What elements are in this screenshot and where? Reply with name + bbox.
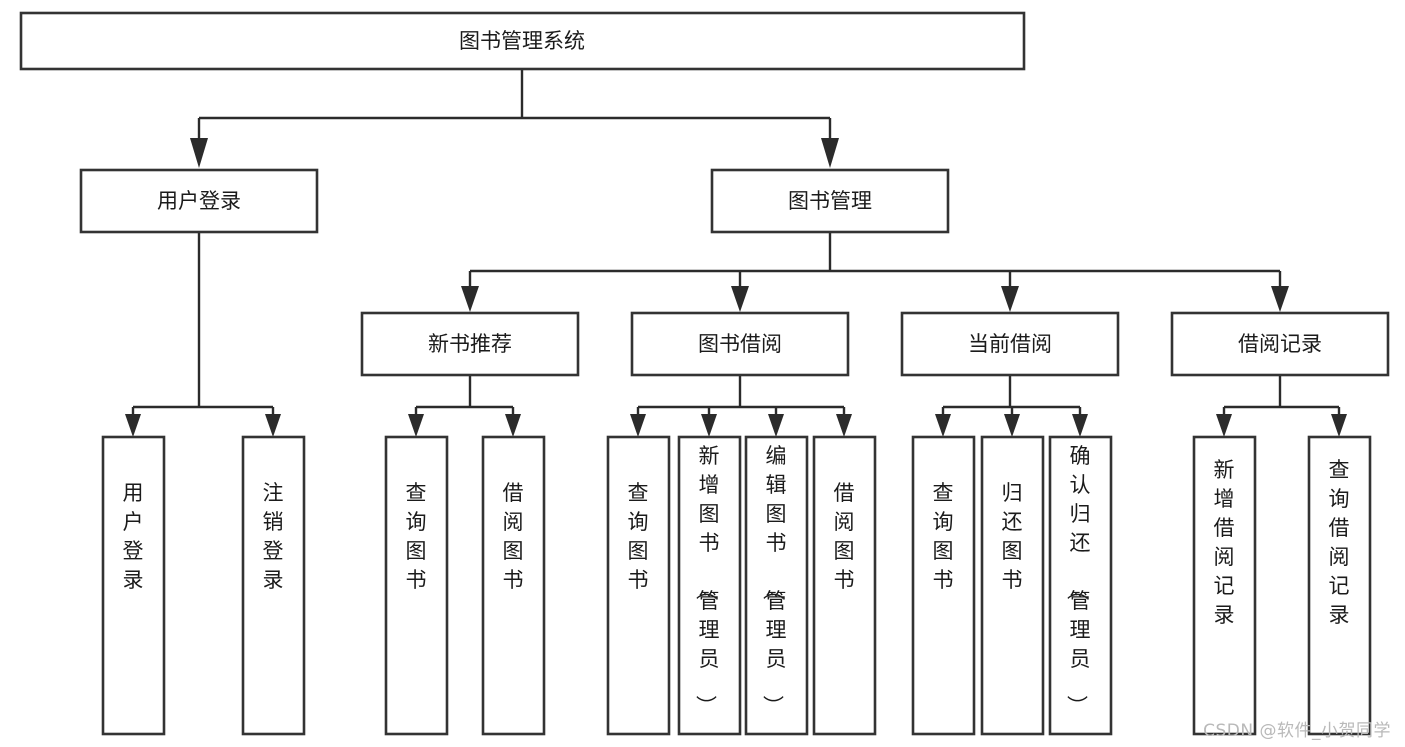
node-leaf-add-record[interactable]: 新增借阅记录 <box>1192 435 1257 736</box>
root-box[interactable] <box>19 11 1026 71</box>
leaf-confirm-return-label: 确认归还（管理员） <box>1065 444 1091 716</box>
node-book-borrow[interactable]: 图书借阅 <box>630 311 850 377</box>
arrow-head-new-book-recommend <box>461 286 479 312</box>
leaf-query-book-1-box[interactable] <box>384 435 449 736</box>
arrow-head-current-borrow <box>1001 286 1019 312</box>
book-management-label: 图书管理 <box>788 189 872 213</box>
leaf-user-logout-label: 注销登录 <box>263 481 284 592</box>
leaf-add-record-label: 新增借阅记录 <box>1214 458 1235 627</box>
node-leaf-query-book-3[interactable]: 查询图书 <box>911 435 976 736</box>
arrow-head-leaf-edit-book <box>768 414 784 437</box>
leaf-query-record-label: 查询借阅记录 <box>1329 458 1350 627</box>
arrow-head-book-management <box>821 138 839 168</box>
user-login-box[interactable] <box>79 168 319 234</box>
node-leaf-query-book-1[interactable]: 查询图书 <box>384 435 449 736</box>
arrow-head-leaf-return-book <box>1004 414 1020 437</box>
new-book-recommend-label: 新书推荐 <box>428 332 512 356</box>
arrow-head-leaf-query-book-3 <box>935 414 951 437</box>
node-leaf-return-book[interactable]: 归还图书 <box>980 435 1045 736</box>
leaf-borrow-book-1-label: 借阅图书 <box>503 481 524 592</box>
arrow-head-leaf-user-login <box>125 414 141 437</box>
book-borrow-box[interactable] <box>630 311 850 377</box>
book-borrow-label: 图书借阅 <box>698 332 782 356</box>
leaf-borrow-book-2-label: 借阅图书 <box>834 481 855 592</box>
arrow-head-leaf-borrow-book-2 <box>836 414 852 437</box>
arrow-head-leaf-confirm-return <box>1072 414 1088 437</box>
node-leaf-query-record[interactable]: 查询借阅记录 <box>1307 435 1372 736</box>
borrow-record-label: 借阅记录 <box>1238 332 1322 356</box>
arrow-head-leaf-user-logout <box>265 414 281 437</box>
node-leaf-borrow-book-1[interactable]: 借阅图书 <box>481 435 546 736</box>
leaf-query-book-1-label: 查询图书 <box>406 481 427 592</box>
arrow-head-leaf-borrow-book-1 <box>505 414 521 437</box>
node-leaf-add-book[interactable]: 新增图书（管理员） <box>677 435 742 736</box>
leaf-user-login-box[interactable] <box>101 435 166 736</box>
node-current-borrow[interactable]: 当前借阅 <box>900 311 1120 377</box>
user-login-label: 用户登录 <box>157 189 241 213</box>
leaf-borrow-book-1-box[interactable] <box>481 435 546 736</box>
node-user-login[interactable]: 用户登录 <box>79 168 319 234</box>
new-book-recommend-box[interactable] <box>360 311 580 377</box>
root-label: 图书管理系统 <box>459 29 585 53</box>
leaf-borrow-book-2-box[interactable] <box>812 435 877 736</box>
leaf-return-book-label: 归还图书 <box>1002 481 1023 592</box>
leaf-query-book-2-label: 查询图书 <box>628 481 649 592</box>
leaf-user-login-label: 用户登录 <box>123 481 144 592</box>
leaf-user-logout-box[interactable] <box>241 435 306 736</box>
current-borrow-label: 当前借阅 <box>968 332 1052 356</box>
leaf-query-record-box[interactable] <box>1307 435 1372 736</box>
node-leaf-edit-book[interactable]: 编辑图书（管理员） <box>744 435 809 736</box>
leaf-add-book-label: 新增图书（管理员） <box>694 444 720 716</box>
node-leaf-confirm-return[interactable]: 确认归还（管理员） <box>1048 435 1113 736</box>
leaf-add-record-box[interactable] <box>1192 435 1257 736</box>
leaf-edit-book-label: 编辑图书（管理员） <box>761 444 787 716</box>
current-borrow-box[interactable] <box>900 311 1120 377</box>
node-book-management[interactable]: 图书管理 <box>710 168 950 234</box>
leaf-return-book-box[interactable] <box>980 435 1045 736</box>
arrow-head-leaf-query-book-1 <box>408 414 424 437</box>
connector-layer <box>125 69 1347 437</box>
arrow-head-book-borrow <box>731 286 749 312</box>
arrow-head-leaf-add-record <box>1216 414 1232 437</box>
leaf-query-book-3-box[interactable] <box>911 435 976 736</box>
arrow-head-leaf-add-book <box>701 414 717 437</box>
leaf-query-book-2-box[interactable] <box>606 435 671 736</box>
node-borrow-record[interactable]: 借阅记录 <box>1170 311 1390 377</box>
node-leaf-borrow-book-2[interactable]: 借阅图书 <box>812 435 877 736</box>
node-leaf-user-login[interactable]: 用户登录 <box>101 435 166 736</box>
node-new-book-recommend[interactable]: 新书推荐 <box>360 311 580 377</box>
leaf-query-book-3-label: 查询图书 <box>933 481 954 592</box>
arrow-head-leaf-query-record <box>1331 414 1347 437</box>
borrow-record-box[interactable] <box>1170 311 1390 377</box>
leaf-edit-book-box[interactable] <box>744 435 809 736</box>
leaf-add-book-box[interactable] <box>677 435 742 736</box>
book-management-box[interactable] <box>710 168 950 234</box>
arrow-head-leaf-query-book-2 <box>630 414 646 437</box>
arrow-head-borrow-record <box>1271 286 1289 312</box>
node-root[interactable]: 图书管理系统 <box>19 11 1026 71</box>
leaf-confirm-return-box[interactable] <box>1048 435 1113 736</box>
node-leaf-query-book-2[interactable]: 查询图书 <box>606 435 671 736</box>
arrow-head-user-login <box>190 138 208 168</box>
node-leaf-user-logout[interactable]: 注销登录 <box>241 435 306 736</box>
